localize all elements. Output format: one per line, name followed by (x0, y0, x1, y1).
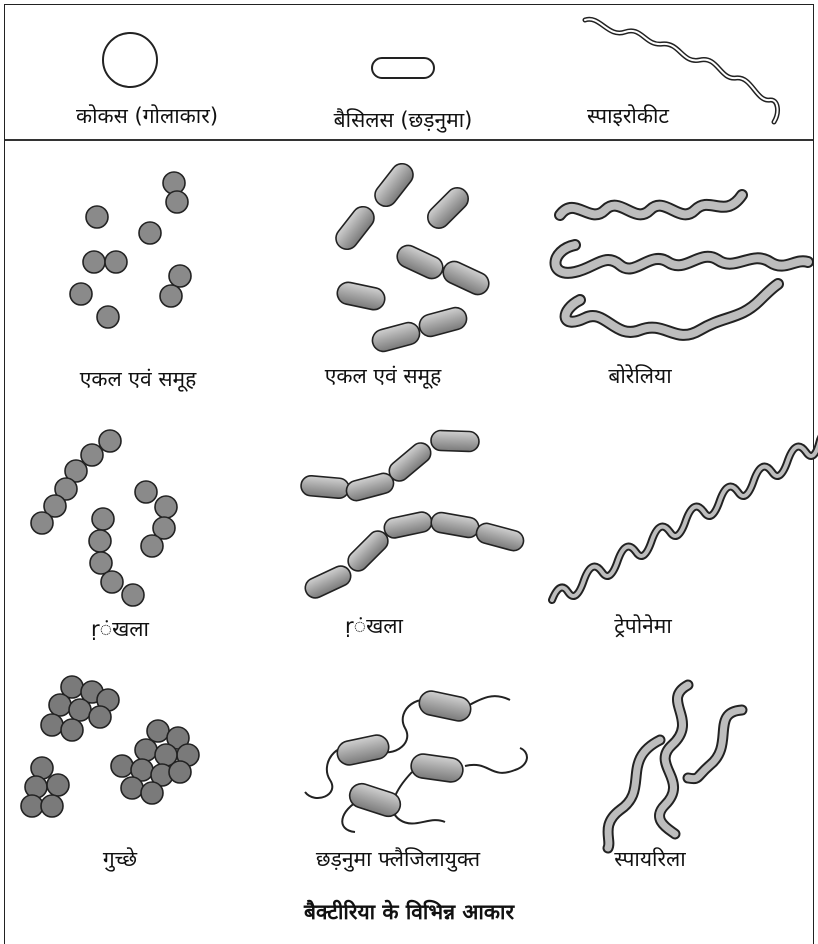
coccus-icon (103, 33, 157, 87)
label-cocci-cluster: गुच्छे (103, 845, 137, 873)
label-cocci-chain: ṛंखला (91, 615, 149, 643)
borrelia-illustration (555, 195, 808, 335)
label-borrelia: बोरेलिया (608, 362, 671, 390)
flagellated-bacilli-rods (335, 689, 473, 820)
label-cocci-single-group: एकल एवं समूह (80, 365, 197, 393)
spirilla-illustration (608, 685, 742, 848)
bacillus-icon (372, 58, 434, 78)
label-flagellated-bacilli: छड़नुमा फ्लैजिलायुक्त (316, 845, 480, 873)
spirochete-label: स्पाइरोकीट (587, 102, 669, 130)
label-bacilli-chain: ṛंखला (345, 612, 403, 640)
cocci-chain (31, 430, 177, 606)
bacillus-label: बैसिलस (छड़नुमा) (334, 106, 473, 134)
label-treponema: ट्रेपोनेमा (614, 612, 672, 640)
figure-caption: बैक्टीरिया के विभिन्न आकार (304, 898, 514, 926)
cocci-single-group (70, 172, 191, 328)
bacilli-chain (300, 430, 526, 601)
coccus-label: कोकस (गोलाकार) (76, 102, 218, 130)
bacilli-single-group (332, 159, 493, 354)
treponema-illustration (552, 420, 818, 600)
label-bacilli-single-group: एकल एवं समूह (325, 362, 442, 390)
label-spirilla: स्पायरिला (614, 845, 685, 873)
cocci-cluster (21, 676, 199, 817)
